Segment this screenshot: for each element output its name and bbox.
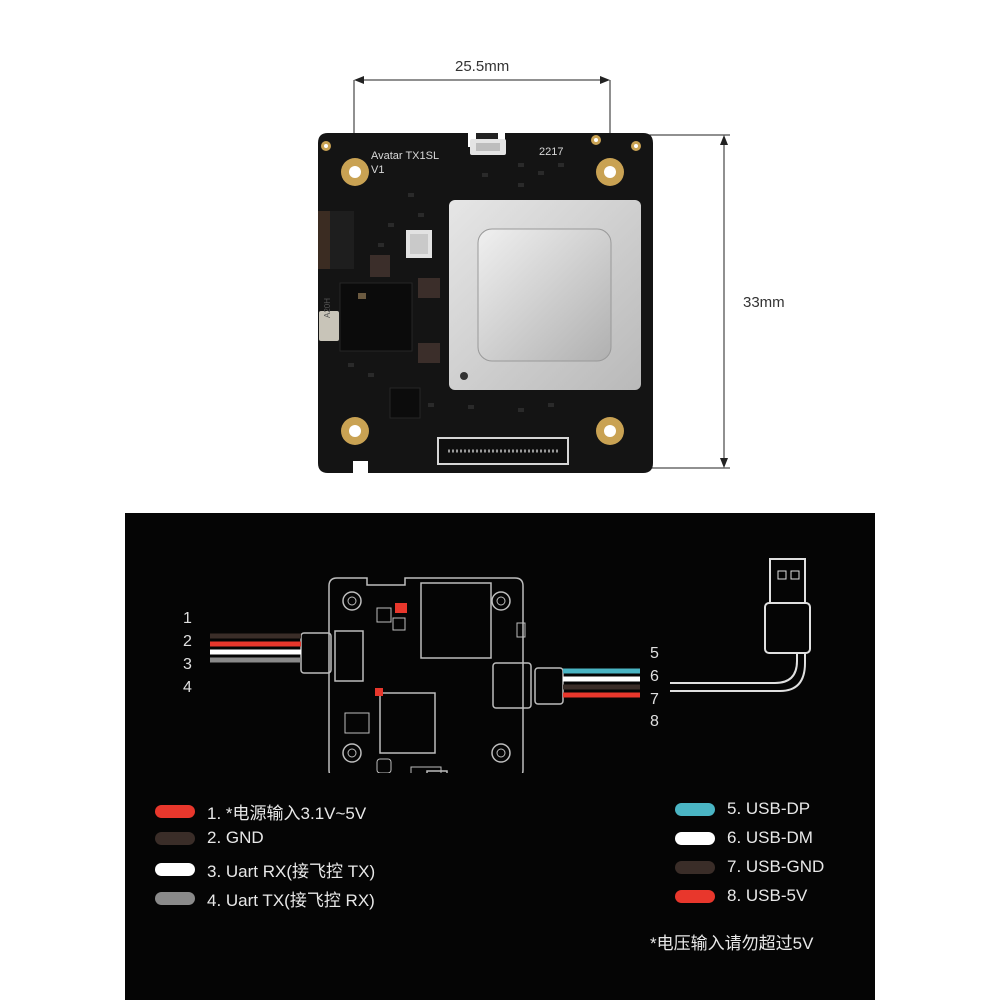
- legend-item: 2. GND: [155, 828, 264, 848]
- legend-label: 1. *电源输入3.1V~5V: [207, 804, 367, 823]
- mounting-hole: [596, 158, 624, 186]
- legend-label: 4. Uart TX(接飞控 RX): [207, 891, 375, 910]
- pin-number: 2: [183, 633, 192, 650]
- mounting-hole: [341, 417, 369, 445]
- legend-item: 7. USB-GND: [675, 857, 824, 877]
- legend-label: 3. Uart RX(接飞控 TX): [207, 862, 376, 881]
- legend-label: 7. USB-GND: [727, 857, 825, 876]
- legend-label: 8. USB-5V: [727, 886, 808, 905]
- dimension-lines: [353, 76, 730, 469]
- pin-number: 4: [183, 679, 192, 696]
- legend-label: 6. USB-DM: [727, 828, 813, 847]
- legend-item: 6. USB-DM: [675, 828, 813, 848]
- wire-color-swatch: [155, 831, 195, 845]
- width-dimension-label: 25.5mm: [455, 58, 510, 75]
- wiring-diagram-panel: 1 2 3 4 5 6 7 8 1. *电源输入3.1V~5V 2. GND 3. …: [125, 513, 875, 1000]
- pin-number: 1: [183, 610, 192, 627]
- voltage-warning-note: *电压输入请勿超过5V: [650, 934, 814, 953]
- legend-item: 1. *电源输入3.1V~5V: [155, 799, 366, 824]
- legend-label: 2. GND: [207, 828, 264, 847]
- wire-color-swatch: [155, 863, 195, 876]
- wiring-diagram: [210, 558, 811, 773]
- pin-number: 5: [650, 645, 659, 662]
- board-model-label: Avatar TX1SL: [371, 150, 440, 162]
- board-version-label: V1: [371, 164, 385, 176]
- crystal-label: A20H: [323, 297, 332, 318]
- wire-color-swatch: [675, 831, 715, 845]
- board-photo: [318, 133, 653, 473]
- wire-color-swatch: [675, 802, 715, 816]
- pin-number: 6: [650, 668, 659, 685]
- pin-number: 3: [183, 656, 192, 673]
- wire-color-swatch: [675, 889, 715, 903]
- height-dimension-label: 33mm: [743, 294, 785, 311]
- legend-item: 4. Uart TX(接飞控 RX): [155, 886, 375, 911]
- pin-number: 7: [650, 691, 659, 708]
- mounting-hole: [596, 417, 624, 445]
- mounting-hole: [341, 158, 369, 186]
- wire-color-swatch: [155, 805, 195, 818]
- wire-color-swatch: [155, 892, 195, 905]
- wire-color-swatch: [675, 860, 715, 874]
- legend-label: 5. USB-DP: [727, 799, 811, 818]
- board-code-label: 2217: [539, 146, 564, 158]
- legend-item: 5. USB-DP: [675, 799, 810, 819]
- legend-item: 8. USB-5V: [675, 886, 807, 906]
- pin-number: 8: [650, 713, 659, 730]
- legend-item: 3. Uart RX(接飞控 TX): [155, 857, 375, 882]
